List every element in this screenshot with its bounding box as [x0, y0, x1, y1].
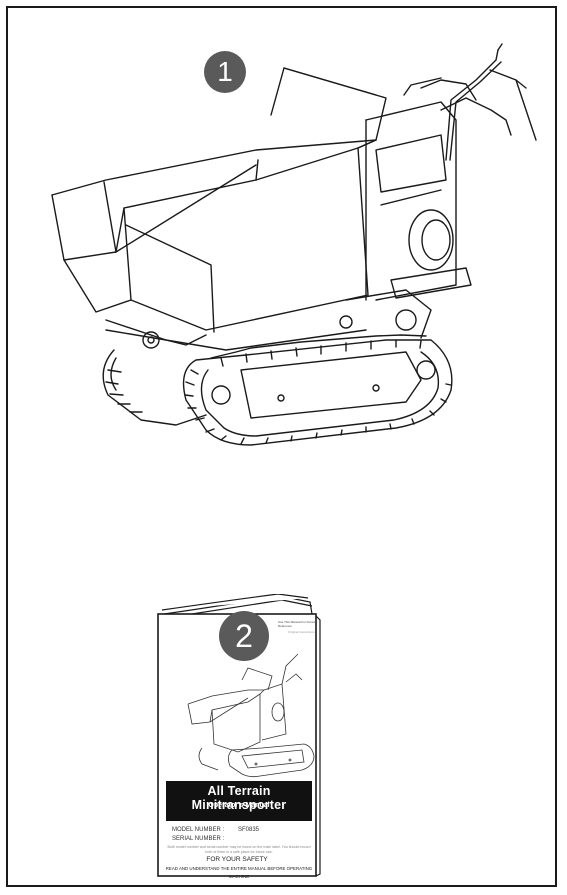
cover-corner-note-2: Original Instructions	[288, 630, 315, 634]
step-number-badge-1: 1	[204, 51, 246, 93]
serial-number-label: SERIAL NUMBER :	[172, 836, 225, 842]
model-number-label: MODEL NUMBER :	[172, 827, 225, 833]
cover-corner-note: Use This Manual For Future Reference	[278, 620, 316, 628]
safety-instruction-line-2: MACHINE	[228, 874, 250, 879]
safety-instruction-line-1: READ AND UNDERSTAND THE ENTIRE MANUAL BE…	[165, 866, 313, 871]
safety-heading: FOR YOUR SAFETY	[206, 856, 268, 863]
tracked-minidumper-illustration	[51, 43, 537, 446]
operators-manual-illustration: Use This Manual For Future Reference Ori…	[152, 594, 322, 879]
manual-title: All Terrain Minitransporter	[191, 784, 287, 812]
step-number-badge-2: 2	[219, 611, 269, 661]
cover-title-bar: All Terrain Minitransporter Operator's M…	[166, 781, 312, 821]
cover-fine-print: Both model number and serial number may …	[167, 845, 311, 854]
manual-subtitle: Operator's Manual	[208, 802, 270, 809]
model-number-value: SF0835	[238, 827, 260, 833]
